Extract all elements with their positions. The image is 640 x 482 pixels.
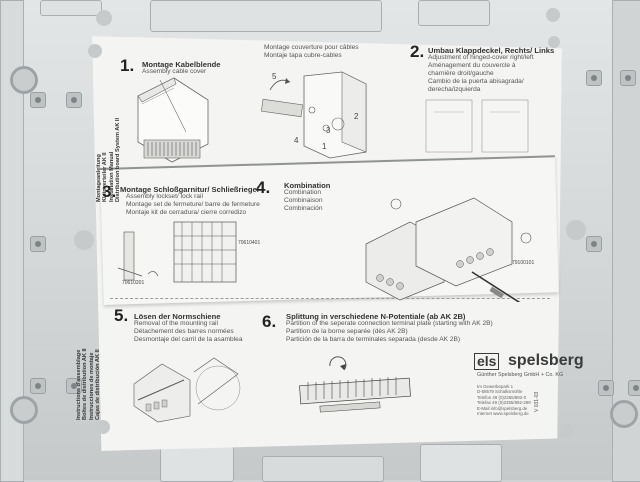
bottom-clip-center — [262, 456, 384, 482]
sheet-hole — [560, 424, 574, 438]
step-1-title: Montage Kabelblende — [142, 60, 221, 69]
step-1b-illustration — [261, 71, 367, 159]
step-5-line: Removal of the mounting rail — [134, 320, 218, 327]
step-5-illustration — [133, 357, 241, 423]
step-4-illustration — [365, 197, 532, 302]
top-clip-left — [40, 0, 102, 16]
step-6-line: Partition de la borne separée (dès AK 2B… — [286, 328, 408, 335]
step-1b-line: Montage couverture pour câbles — [264, 44, 359, 51]
step-3-line: Assembly lockset/ lock rail — [126, 193, 203, 200]
illus-label: 4 — [294, 136, 299, 145]
step-6-number: 6. — [262, 312, 277, 331]
top-clip-center — [150, 0, 382, 32]
step-2-line: Adjustment of hinged-cover right/left — [428, 54, 534, 61]
illus-label: 1 — [322, 142, 327, 151]
address-line: Telefax 49 (0)2355/892-299 — [477, 400, 531, 406]
step-3-number: 3. — [102, 182, 117, 201]
bottom-clip-right — [420, 444, 502, 482]
company-address: Im Gewerbepark 1 D-58579 Schalksmühle Te… — [477, 384, 531, 416]
manual-side-title-fr-es: Instructions d'assemblage Boîtes de dist… — [76, 348, 102, 420]
mount-ring — [10, 66, 38, 94]
step-2-line: charnière droit/gauche — [428, 70, 494, 77]
company-name: Günther Spelsberg GmbH + Co. KG — [477, 372, 564, 378]
mount-peg — [30, 92, 46, 108]
step-6-illustration — [299, 356, 411, 413]
step-5-line: Desmontaje del carril de la asamblea — [134, 336, 243, 343]
step-4-line: Combinaison — [284, 197, 323, 204]
mount-peg — [66, 92, 82, 108]
logo-word: spelsberg — [508, 352, 584, 369]
sheet-hole — [96, 10, 112, 26]
address-line: Telefon 49 (0)2355/892-0 — [477, 394, 527, 400]
address-line: D-58579 Schalksmühle — [477, 389, 523, 395]
illus-label: 5 — [272, 72, 277, 81]
step-2-number: 2. — [410, 42, 425, 61]
illus-label: 3 — [326, 126, 331, 135]
mount-ring — [610, 400, 638, 428]
mount-ring — [10, 396, 38, 424]
step-6-line: Partition of the seperate connection ter… — [286, 320, 493, 327]
step-2-line: derecha/izquierda — [428, 86, 481, 93]
logo-mark: els — [474, 353, 500, 370]
bottom-clip-left — [160, 444, 234, 482]
step-4-number: 4. — [256, 178, 271, 197]
sheet-hole — [560, 458, 574, 472]
step-2-line: Cambio de la puerta abisagrada/ — [428, 78, 524, 85]
step-5-title: Lösen der Normschiene — [134, 312, 221, 321]
mount-peg — [30, 378, 46, 394]
address-line: Im Gewerbepark 1 — [477, 384, 514, 389]
step-5-line: Détachement des barres normées — [134, 328, 234, 335]
step-1-illustration — [137, 77, 209, 163]
mount-peg — [628, 380, 640, 396]
mount-peg — [586, 236, 602, 252]
step-4-title: Kombination — [284, 181, 331, 190]
step-4-line: Combinación — [284, 205, 323, 212]
step-2-title: Umbau Klappdeckel, Rechts/ Links — [428, 46, 555, 55]
mount-peg — [30, 236, 46, 252]
manual-side-line: Boîtes de distribution AK II — [82, 348, 89, 420]
sheet-hole — [74, 230, 94, 250]
sheet-hole — [566, 220, 586, 240]
part-number: 70610201 — [122, 280, 145, 286]
step-2-line: Aménagement du couvercle à — [428, 62, 516, 69]
top-clip-right — [418, 0, 490, 26]
step-3-illustration — [117, 221, 237, 283]
manual-side-line: Cajas de distribución AK II — [95, 349, 102, 420]
address-line: Internet www.spelsberg.de — [477, 411, 529, 417]
step-6-line: Partición de la barra de terminales sepa… — [286, 336, 461, 343]
step-1-number: 1. — [120, 56, 135, 75]
step-3-line: Montage set de fermeture/ barre de ferme… — [126, 201, 260, 208]
step-5-number: 5. — [114, 306, 129, 325]
part-number: 79100101 — [512, 260, 535, 266]
mount-peg — [620, 70, 636, 86]
step-2-illustration — [425, 99, 529, 153]
illus-label: 2 — [354, 112, 359, 121]
step-3-line: Montaje kit de cerradura/ cierre corredi… — [126, 209, 247, 216]
part-number: 70610401 — [238, 240, 261, 246]
sheet-hole — [88, 44, 102, 58]
mount-peg — [598, 380, 614, 396]
sheet-hole — [96, 456, 110, 470]
step-6-title: Splittung in verschiedene N-Potentiale (… — [286, 312, 466, 321]
step-3-title: Montage Schloßgarnitur/ Schließriegel — [120, 185, 259, 194]
panel-divider — [110, 298, 550, 299]
document-code: V 031-03 — [534, 391, 540, 412]
mount-peg — [66, 378, 82, 394]
step-4-line: Combination — [284, 189, 322, 196]
sheet-hole — [96, 420, 110, 434]
sheet-hole — [548, 36, 560, 48]
step-1-line: Assembly cable cover — [142, 68, 207, 75]
step-1b-line: Montaje tapa cubre-cables — [264, 52, 342, 59]
sheet-hole — [546, 8, 560, 22]
mount-peg — [586, 70, 602, 86]
address-line: E-Mail info@spelsberg.de — [477, 405, 528, 411]
